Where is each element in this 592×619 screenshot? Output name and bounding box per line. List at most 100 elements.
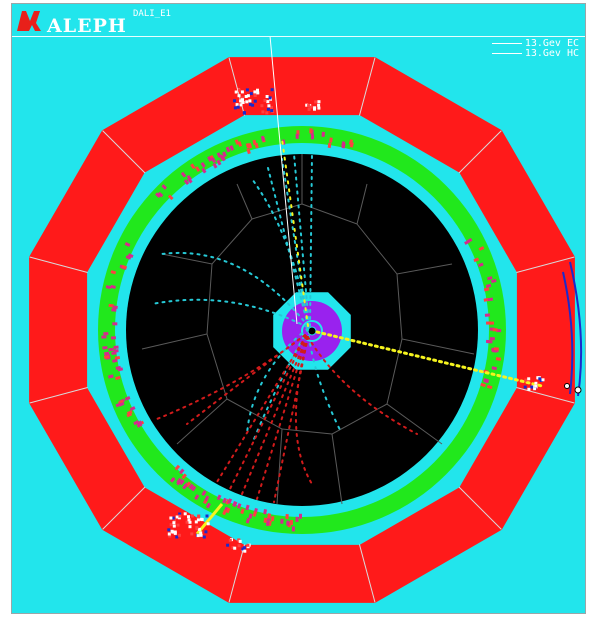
detector-hit xyxy=(197,527,201,531)
detector-hit xyxy=(245,88,249,92)
detector-hit xyxy=(206,522,210,526)
detector-hit xyxy=(256,91,260,95)
ecal-deposit xyxy=(216,494,222,501)
ecal-deposit xyxy=(252,139,257,146)
ecal-deposit xyxy=(110,336,116,340)
ecal-deposit xyxy=(194,166,201,172)
ecal-deposit xyxy=(176,477,182,484)
ecal-deposit xyxy=(234,139,240,145)
detector-hit xyxy=(541,378,545,382)
ecal-deposit xyxy=(310,134,315,140)
ecal-deposit xyxy=(487,297,494,302)
ecal-deposit xyxy=(483,297,490,302)
ecal-deposit xyxy=(216,152,222,159)
detector-hit xyxy=(533,387,537,391)
particle-track xyxy=(151,298,308,328)
detector-hit xyxy=(205,514,209,518)
ecal-deposit xyxy=(225,146,231,153)
detector-hit xyxy=(183,512,187,516)
ecal-deposit xyxy=(103,332,109,336)
detector-hit xyxy=(185,520,189,524)
ecal-deposit xyxy=(111,308,117,312)
ecal-energy-deposits xyxy=(101,128,502,532)
ecal-deposit xyxy=(169,476,176,483)
muon-hit-marker xyxy=(574,386,582,394)
ecal-deposit xyxy=(200,161,206,168)
detector-hit xyxy=(172,521,176,525)
chamber-sector-lines xyxy=(141,154,475,505)
detector-hit xyxy=(245,100,249,104)
hcal-module-seam xyxy=(358,544,376,603)
ecal-deposit xyxy=(117,367,124,372)
detector-hit xyxy=(307,107,311,111)
particle-track xyxy=(161,252,309,327)
ecal-deposit xyxy=(246,148,251,155)
event-display-canvas xyxy=(29,35,583,603)
ecal-deposit xyxy=(136,422,143,428)
detector-hit xyxy=(317,100,321,104)
detector-hit xyxy=(226,543,230,547)
detector-hit xyxy=(239,103,243,107)
ecal-deposit xyxy=(245,504,250,511)
ecal-deposit xyxy=(286,520,290,526)
ecal-deposit xyxy=(263,517,268,524)
ecal-deposit xyxy=(489,337,495,341)
legend-scale-line xyxy=(491,52,522,54)
detector-hit xyxy=(317,103,321,107)
ecal-deposit xyxy=(110,284,116,289)
aleph-logo-icon xyxy=(17,11,41,31)
ecal-deposit xyxy=(179,479,185,486)
ecal-deposit xyxy=(492,328,498,332)
detector-hit xyxy=(202,535,206,539)
ecal-deposit xyxy=(321,131,325,137)
detector-hit xyxy=(534,385,538,388)
detector-hit xyxy=(172,524,176,528)
ecal-deposit xyxy=(104,351,110,356)
detector-hit xyxy=(267,104,271,108)
ecal-deposit xyxy=(194,494,200,501)
detector-hit xyxy=(309,105,313,109)
display-header: ALEPH DALI_E1 xyxy=(12,4,585,37)
ecal-deposit xyxy=(477,262,484,268)
detector-hit xyxy=(169,516,173,520)
detector-hit xyxy=(177,533,181,537)
ecal-deposit xyxy=(490,279,497,284)
ecal-deposit xyxy=(240,508,245,515)
ecal-deposit xyxy=(280,518,284,524)
particle-track xyxy=(256,336,308,500)
experiment-title: ALEPH xyxy=(47,15,127,37)
detector-hit xyxy=(265,111,269,115)
detector-hit xyxy=(240,90,244,94)
ecal-deposit xyxy=(121,264,128,270)
ecal-deposit xyxy=(112,305,118,309)
detector-hit xyxy=(190,532,194,536)
ecal-deposit xyxy=(222,509,227,516)
detector-hit xyxy=(199,531,203,535)
chamber-sector-line xyxy=(236,154,303,220)
detector-hit xyxy=(241,98,244,102)
ecal-deposit xyxy=(112,358,118,363)
detector-hit xyxy=(175,515,179,519)
ecal-deposit xyxy=(129,406,136,411)
ecal-deposit xyxy=(113,349,119,353)
ecal-deposit xyxy=(126,410,133,416)
ecal-deposit xyxy=(327,142,332,149)
detector-hit xyxy=(243,549,247,553)
detector-hit xyxy=(242,546,246,550)
detector-hit xyxy=(238,539,242,543)
ecal-deposit xyxy=(229,145,235,151)
detector-hit xyxy=(187,515,190,519)
detector-hit xyxy=(204,530,208,534)
ecal-deposit xyxy=(125,255,132,260)
detector-hit xyxy=(233,99,236,103)
particle-track xyxy=(229,335,307,490)
ecal-deposit xyxy=(212,162,218,169)
detector-hit xyxy=(242,111,246,115)
ecal-deposit xyxy=(133,420,140,426)
detector-hit xyxy=(188,525,192,529)
detector-hit xyxy=(530,385,534,389)
energy-scale-legend: 13.Gev EC 13.Gev HC xyxy=(491,39,579,59)
detector-hit xyxy=(266,107,270,111)
ecal-deposit xyxy=(245,517,251,524)
detector-hit xyxy=(256,88,259,92)
